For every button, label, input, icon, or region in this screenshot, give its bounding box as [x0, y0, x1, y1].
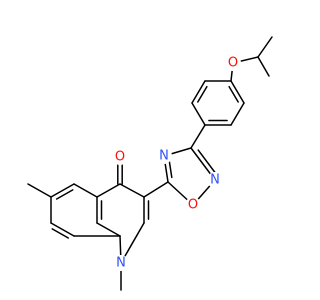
- double-bond-line: [228, 85, 239, 103]
- oxadiazole-nitrogen-right-label: N: [210, 173, 220, 188]
- bond-line: [96, 222, 121, 237]
- bond-line: [230, 102, 245, 126]
- ether-oxygen-atom: O: [225, 55, 241, 71]
- bond-line: [191, 80, 206, 104]
- bond-lines: [27, 36, 273, 291]
- bond-line: [119, 183, 145, 198]
- quinolone-nitrogen-label: N: [116, 256, 126, 271]
- bond-line: [50, 222, 75, 237]
- oxadiazole-nitrogen-top-label: N: [159, 149, 169, 164]
- bond-line: [96, 183, 121, 198]
- oxadiazole-oxygen-label: O: [188, 198, 198, 213]
- ether-oxygen-label: O: [228, 56, 238, 71]
- oxadiazole-nitrogen-right-atom: N: [207, 172, 223, 188]
- oxadiazole-nitrogen-top-atom: N: [156, 148, 172, 164]
- bond-line: [191, 102, 206, 126]
- ketone-oxygen-label: O: [115, 150, 125, 165]
- bond-line: [73, 183, 98, 198]
- quinolone-nitrogen-atom: N: [113, 255, 129, 271]
- bond-line: [257, 56, 270, 77]
- double-bond-line: [197, 149, 216, 174]
- bond-line: [230, 80, 245, 104]
- bond-line: [190, 124, 206, 149]
- bond-line: [143, 181, 169, 198]
- atom-labels: O N N O N O: [112, 55, 241, 271]
- double-bond-line: [51, 228, 70, 239]
- oxadiazole-oxygen-atom: O: [185, 197, 201, 213]
- bond-line: [257, 36, 273, 58]
- double-bond-line: [168, 158, 173, 179]
- double-bond-line: [55, 189, 74, 200]
- bond-line: [27, 183, 52, 198]
- ketone-oxygen-atom: O: [112, 149, 128, 165]
- molecule-structure: O N N O N O: [27, 36, 273, 291]
- double-bond-line: [197, 85, 208, 103]
- bond-line: [50, 183, 75, 198]
